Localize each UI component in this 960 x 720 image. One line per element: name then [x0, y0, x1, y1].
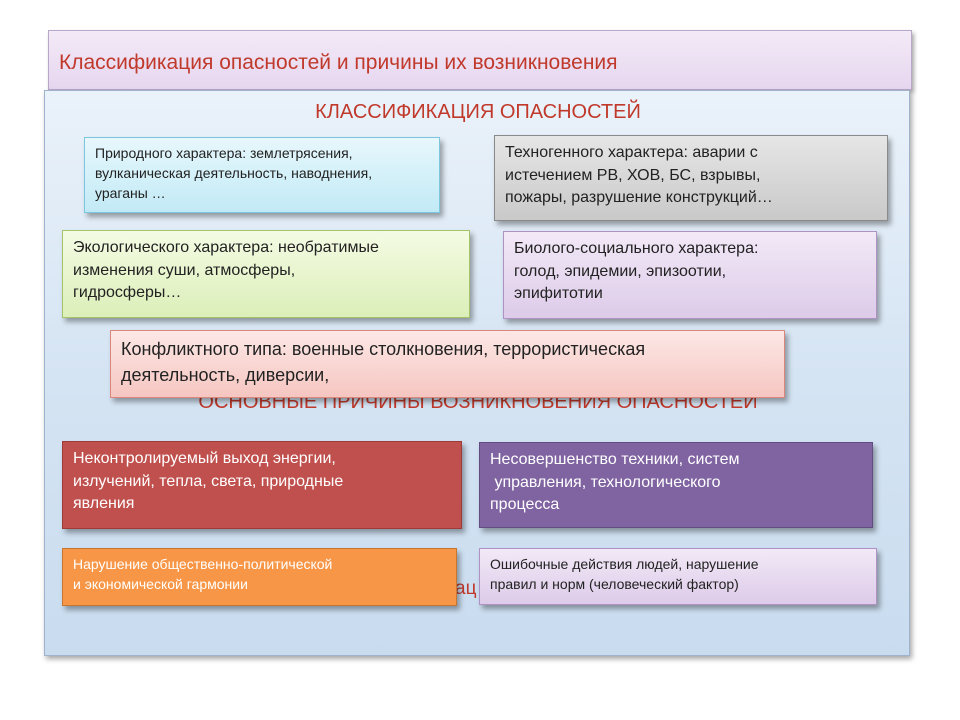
card-line: Техногенного характера: аварии с — [505, 144, 758, 161]
biosocial-hazards-card: Биолого-социального характера: голод, эп… — [503, 231, 877, 319]
slide-title: Классификация опасностей и причины их во… — [59, 51, 618, 74]
card-line: Биолого-социального характера: — [514, 240, 759, 257]
human-error-cause-card: Ошибочные действия людей, нарушение прав… — [479, 548, 877, 605]
card-line: Несовершенство техники, систем — [490, 451, 740, 468]
card-line: вулканическая деятельность, наводнения, — [95, 164, 373, 181]
energy-release-cause-card: Неконтролируемый выход энергии, излучени… — [62, 441, 462, 529]
card-line: и экономической гармонии — [73, 575, 248, 592]
card-line: Ошибочные действия людей, нарушение — [490, 556, 759, 572]
card-line: Экологического характера: необратимые — [73, 239, 379, 256]
card-line: гидросферы… — [73, 284, 182, 302]
social-disorder-cause-card: Нарушение общественно-политической и эко… — [62, 548, 457, 606]
card-line: Природного характера: землетрясения, — [95, 145, 353, 161]
card-line: изменения суши, атмосферы, — [73, 261, 296, 279]
card-line: ураганы … — [95, 184, 166, 201]
tech-imperfection-cause-card: Несовершенство техники, систем управлени… — [479, 442, 873, 528]
card-line: истечением РВ, ХОВ, БС, взрывы, — [505, 166, 761, 184]
natural-hazards-card: Природного характера: землетрясения, вул… — [84, 137, 440, 213]
card-line: Нарушение общественно-политической — [73, 556, 333, 572]
slide-title-box: Классификация опасностей и причины их во… — [48, 30, 912, 90]
hidden-text-fragment: ац — [455, 578, 477, 599]
classification-heading: КЛАССИФИКАЦИЯ ОПАСНОСТЕЙ — [315, 101, 641, 123]
card-line: Конфликтного типа: военные столкновения,… — [121, 339, 646, 359]
card-line: правил и норм (человеческий фактор) — [490, 575, 739, 592]
technogenic-hazards-card: Техногенного характера: аварии с истечен… — [494, 135, 888, 221]
card-line: явления — [73, 495, 135, 513]
ecological-hazards-card: Экологического характера: необратимые из… — [62, 230, 470, 318]
conflict-hazards-card: Конфликтного типа: военные столкновения,… — [110, 330, 785, 398]
card-line: управления, технологического — [490, 473, 721, 491]
card-line: эпифитотии — [514, 285, 603, 303]
card-line: деятельность, диверсии, — [121, 364, 330, 385]
card-line: пожары, разрушение конструкций… — [505, 189, 773, 207]
card-line: Неконтролируемый выход энергии, — [73, 450, 336, 467]
card-line: процесса — [490, 496, 560, 514]
card-line: голод, эпидемии, эпизоотии, — [514, 262, 727, 280]
card-line: излучений, тепла, света, природные — [73, 472, 344, 490]
